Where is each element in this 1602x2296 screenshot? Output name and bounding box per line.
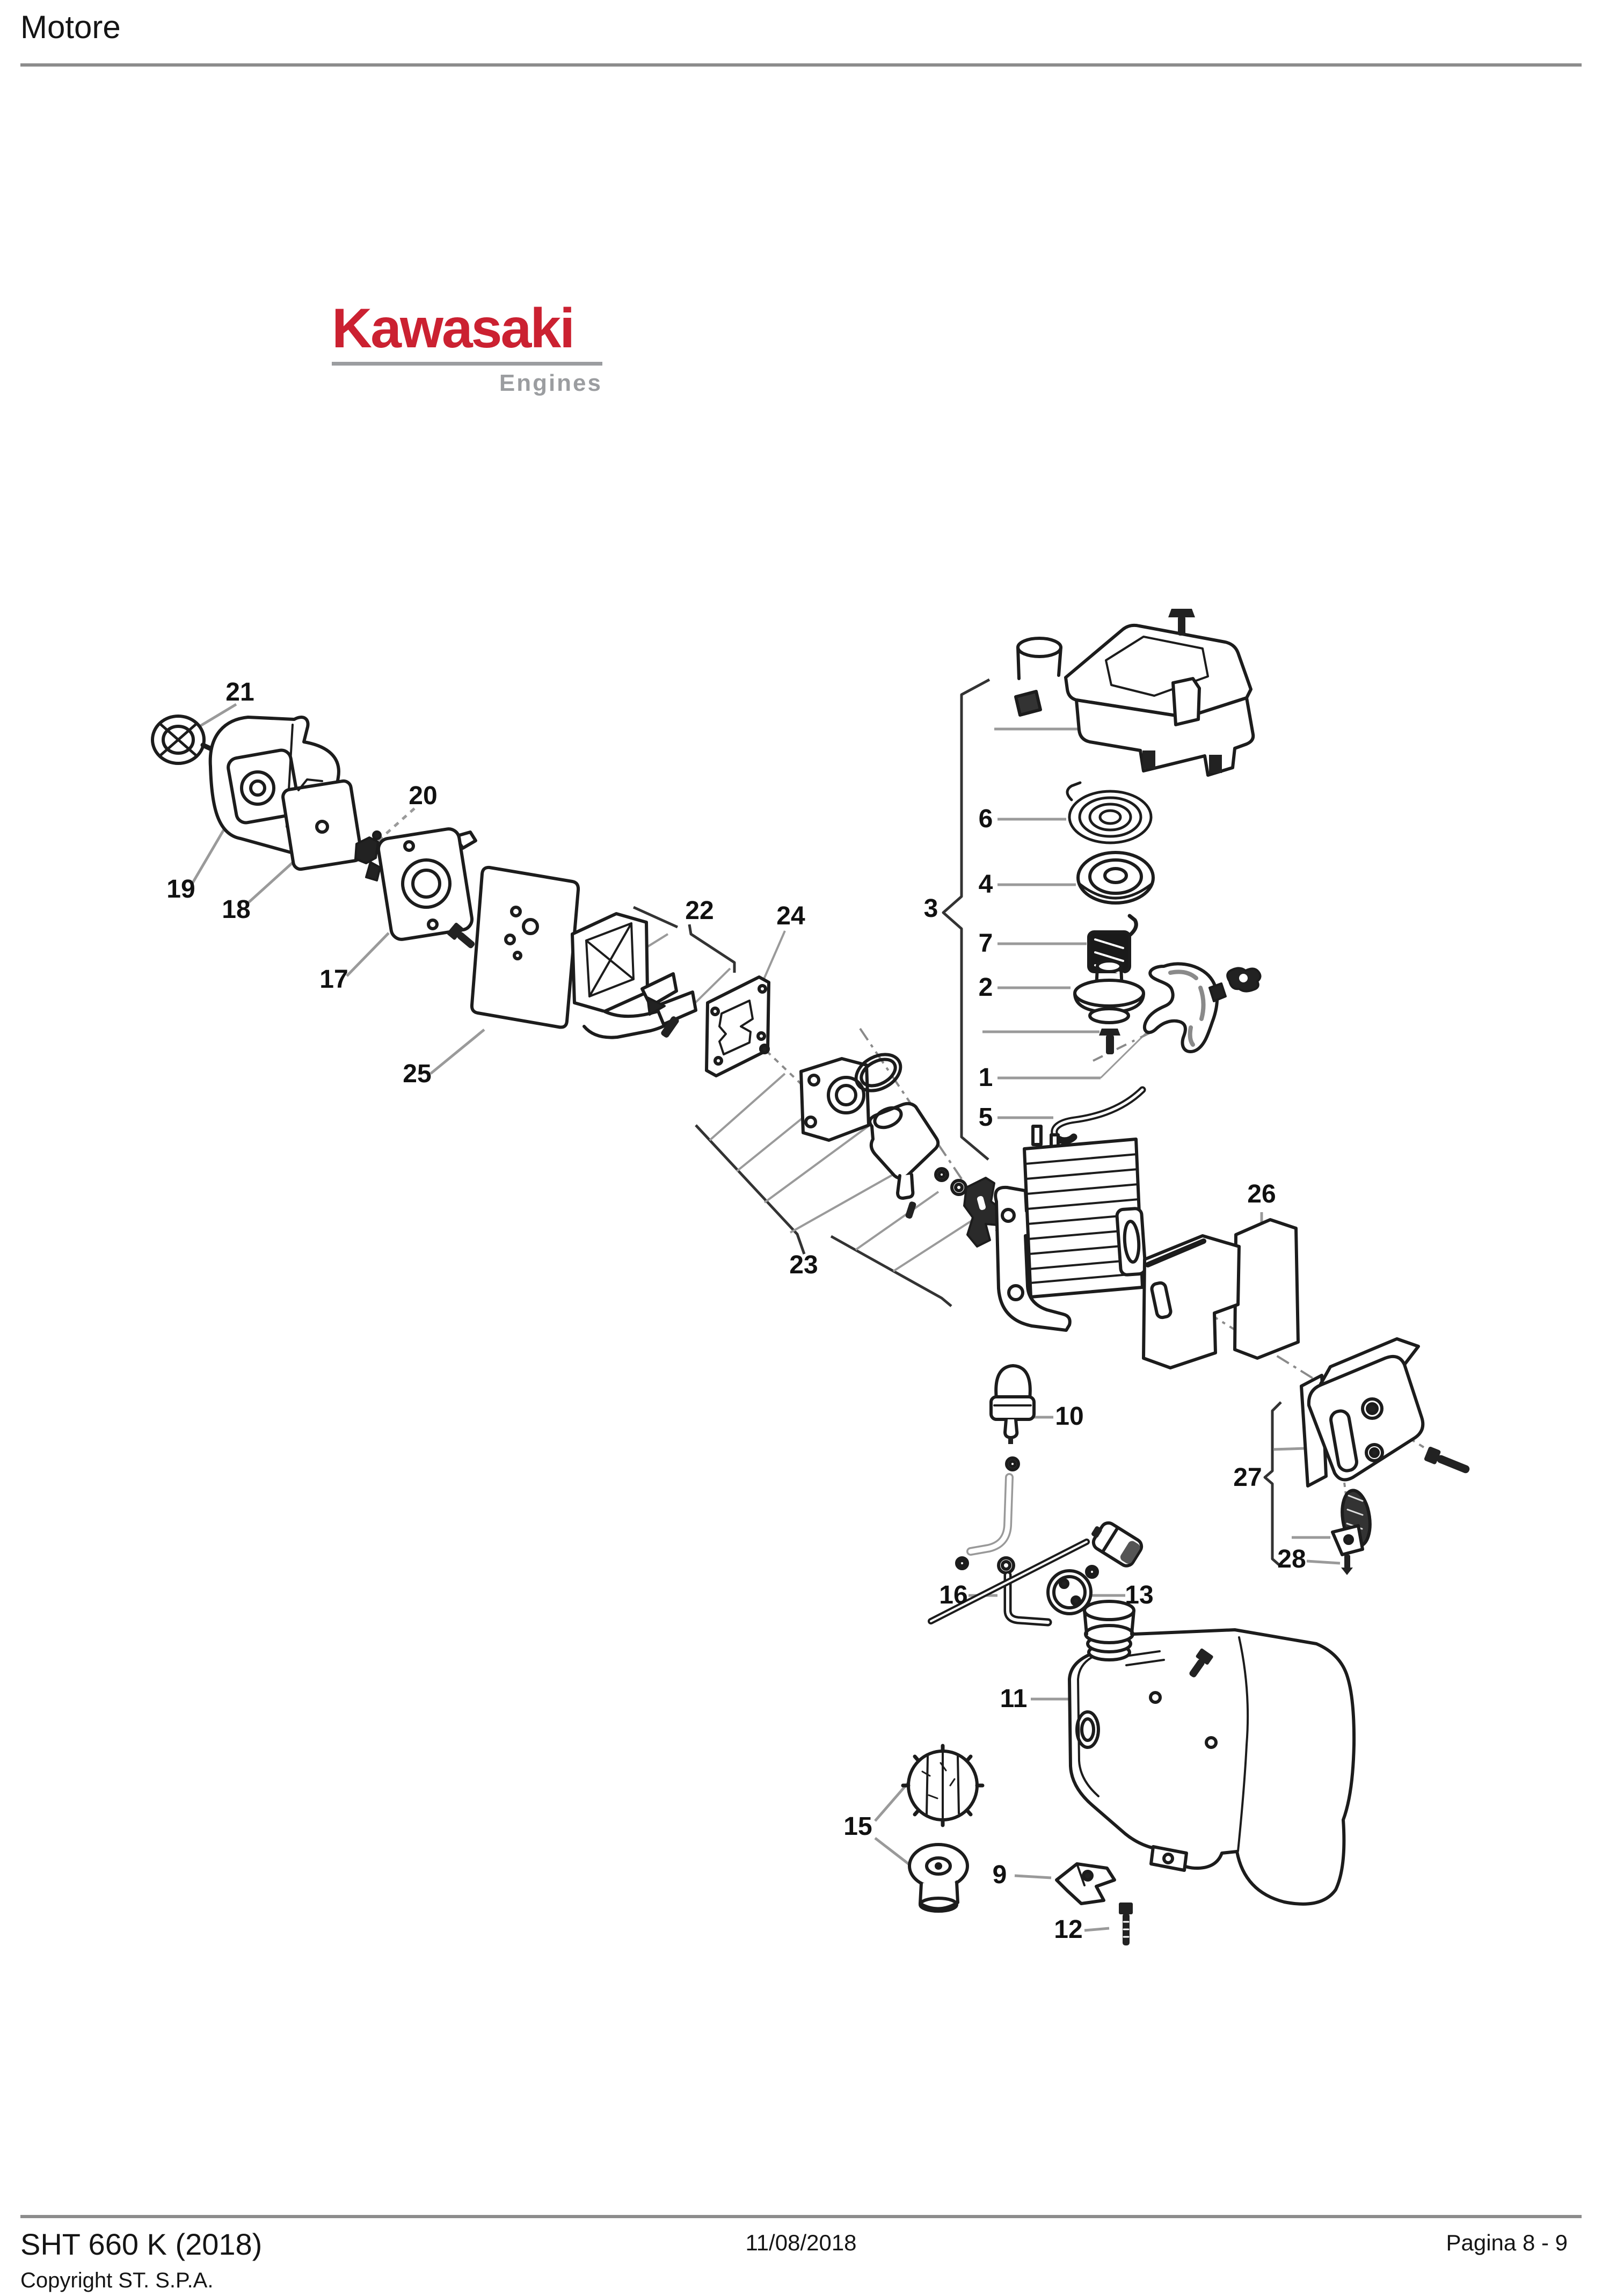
shroud-plate — [470, 865, 580, 1029]
model-label: SHT 660 K (2018) — [20, 2227, 263, 2261]
part-callout-13: 13 — [1125, 1581, 1153, 1609]
part-callout-23: 23 — [789, 1251, 818, 1279]
part-callout-26: 26 — [1247, 1180, 1276, 1208]
engines-label: Engines — [499, 370, 602, 396]
cylinder — [994, 1125, 1147, 1332]
tank-bracket — [1055, 1862, 1116, 1905]
fuel-filter — [1046, 1521, 1144, 1615]
part-callout-2: 2 — [979, 973, 993, 1002]
part-callout-25: 25 — [403, 1060, 431, 1088]
starter-bolt — [1168, 609, 1195, 636]
engine-mount — [571, 912, 697, 1039]
fuel-tank — [1068, 1600, 1356, 1906]
fuel-cap — [901, 1744, 985, 1913]
carburetor-gasket — [705, 975, 770, 1077]
part-callout-27: 27 — [1233, 1463, 1262, 1492]
primer-bulb — [989, 1364, 1036, 1444]
part-callout-19: 19 — [166, 875, 195, 903]
page-title: Motore — [20, 9, 121, 45]
starter-housing — [1014, 623, 1255, 777]
part-callouts: 21 19 18 20 17 25 22 24 23 3 6 4 7 2 1 5… — [166, 678, 1306, 1944]
part-callout-24: 24 — [776, 902, 805, 930]
part-callout-22: 22 — [685, 896, 713, 925]
part-callout-3: 3 — [924, 894, 938, 923]
part-callout-7: 7 — [979, 929, 993, 958]
date-label: 11/08/2018 — [745, 2230, 857, 2255]
page-number-label: Pagina 8 - 9 — [1446, 2230, 1568, 2255]
heat-shield — [1142, 1218, 1300, 1369]
part-callout-28: 28 — [1277, 1545, 1306, 1573]
part-callout-1: 1 — [979, 1063, 993, 1092]
recoil-spring — [1066, 781, 1153, 844]
filter-cover-knob — [151, 715, 220, 765]
part-callout-4: 4 — [979, 870, 993, 899]
pulley-bolt — [1099, 1029, 1120, 1054]
logo-underline — [332, 362, 602, 366]
air-filter-base — [376, 827, 477, 941]
part-callout-15: 15 — [843, 1812, 872, 1841]
footer-rule — [20, 2215, 1582, 2218]
part-callout-12: 12 — [1054, 1915, 1082, 1944]
part-callout-11: 11 — [1000, 1685, 1028, 1713]
copyright-label: Copyright ST. S.P.A. — [20, 2269, 214, 2292]
part-callout-10: 10 — [1055, 1402, 1083, 1431]
starter-handle — [1142, 962, 1262, 1053]
fuel-lines — [928, 1456, 1090, 1627]
kawasaki-wordmark: Kawasaki — [332, 297, 575, 360]
part-callout-6: 6 — [979, 805, 993, 833]
header-rule — [20, 63, 1582, 67]
starter-pulley — [1076, 851, 1155, 905]
filter-element — [281, 778, 363, 871]
tank-bolt — [1189, 1648, 1213, 1678]
part-callout-21: 21 — [225, 678, 254, 706]
spark-arrester — [1331, 1489, 1372, 1575]
starter-rope — [1051, 1086, 1146, 1145]
part-callout-20: 20 — [409, 782, 437, 810]
part-callout-16: 16 — [939, 1581, 967, 1609]
base-bolt — [447, 922, 475, 949]
bracket-bolt — [1119, 1903, 1133, 1945]
part-callout-18: 18 — [222, 895, 250, 924]
part-callout-5: 5 — [979, 1103, 993, 1132]
muffler — [1300, 1337, 1425, 1488]
carburetor — [799, 1053, 1024, 1248]
group-brackets — [632, 678, 1282, 1568]
choke-lever-parts — [354, 830, 382, 881]
starter-ratchet — [1073, 959, 1145, 1024]
muffler-bolt — [1424, 1446, 1470, 1474]
part-callout-17: 17 — [319, 965, 348, 994]
part-callout-9: 9 — [993, 1861, 1007, 1889]
kawasaki-logo: Kawasaki Engines — [332, 301, 602, 397]
